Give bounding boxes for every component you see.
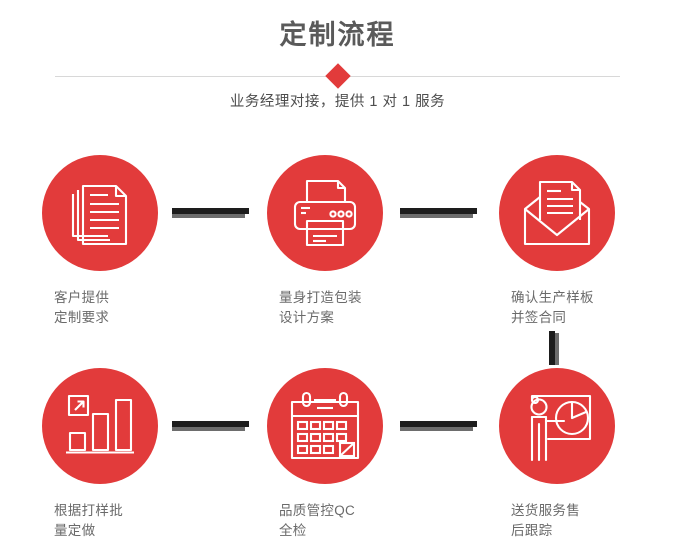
- flow-step-5-circle: [267, 368, 383, 484]
- connector-2-3: [400, 208, 477, 218]
- connector-bar-shadow: [172, 214, 245, 218]
- flow-step-3[interactable]: 确认生产样板 并签合同: [482, 155, 632, 328]
- connector-bar-shadow: [172, 427, 245, 431]
- flow-step-5[interactable]: 品质管控QC 全检: [250, 368, 400, 541]
- presenter-pie-chart-icon: [530, 394, 592, 462]
- connector-3-4: [549, 331, 559, 365]
- flow-step-2-circle: [267, 155, 383, 271]
- connector-bar-shadow: [400, 214, 473, 218]
- page-subtitle: 业务经理对接，提供 1 对 1 服务: [229, 94, 446, 110]
- envelope-letter-icon: [523, 180, 591, 246]
- flow-step-3-circle: [499, 155, 615, 271]
- connector-bar: [400, 421, 477, 427]
- flow-step-1-label: 客户提供 定制要求: [54, 290, 110, 325]
- flow-step-4-label: 根据打样批 量定做: [54, 503, 123, 538]
- process-flow-diagram: 客户提供 定制要求: [0, 130, 675, 550]
- flow-step-6[interactable]: 送货服务售 后跟踪: [482, 368, 632, 541]
- bar-chart-growth-icon: [66, 394, 134, 454]
- connector-bar: [400, 208, 477, 214]
- flow-step-6-label: 送货服务售 后跟踪: [511, 503, 580, 538]
- flow-step-3-label: 确认生产样板 并签合同: [511, 290, 594, 325]
- calendar-check-icon: [290, 391, 360, 460]
- connector-5-6: [400, 421, 477, 431]
- flow-step-2-label: 量身打造包装 设计方案: [279, 290, 362, 325]
- connector-bar-shadow: [400, 427, 473, 431]
- flow-step-2[interactable]: 量身打造包装 设计方案: [250, 155, 400, 328]
- flow-step-1-circle: [42, 155, 158, 271]
- connector-bar: [172, 208, 249, 214]
- connector-1-2: [172, 208, 249, 218]
- flow-step-4-circle: [42, 368, 158, 484]
- diamond-icon: [325, 63, 351, 89]
- connector-bar-shadow: [555, 333, 559, 365]
- page-title: 定制流程: [279, 20, 396, 50]
- printer-icon: [293, 179, 357, 247]
- flow-step-5-label: 品质管控QC 全检: [279, 503, 356, 538]
- flow-step-1[interactable]: 客户提供 定制要求: [25, 155, 175, 328]
- title-divider: [0, 63, 675, 90]
- connector-bar: [549, 331, 555, 365]
- connector-4-5: [172, 421, 249, 431]
- flow-step-6-circle: [499, 368, 615, 484]
- flow-step-4[interactable]: 根据打样批 量定做: [25, 368, 175, 541]
- connector-bar: [172, 421, 249, 427]
- documents-stack-icon: [71, 184, 128, 246]
- header-section: 定制流程 业务经理对接，提供 1 对 1 服务: [0, 0, 675, 130]
